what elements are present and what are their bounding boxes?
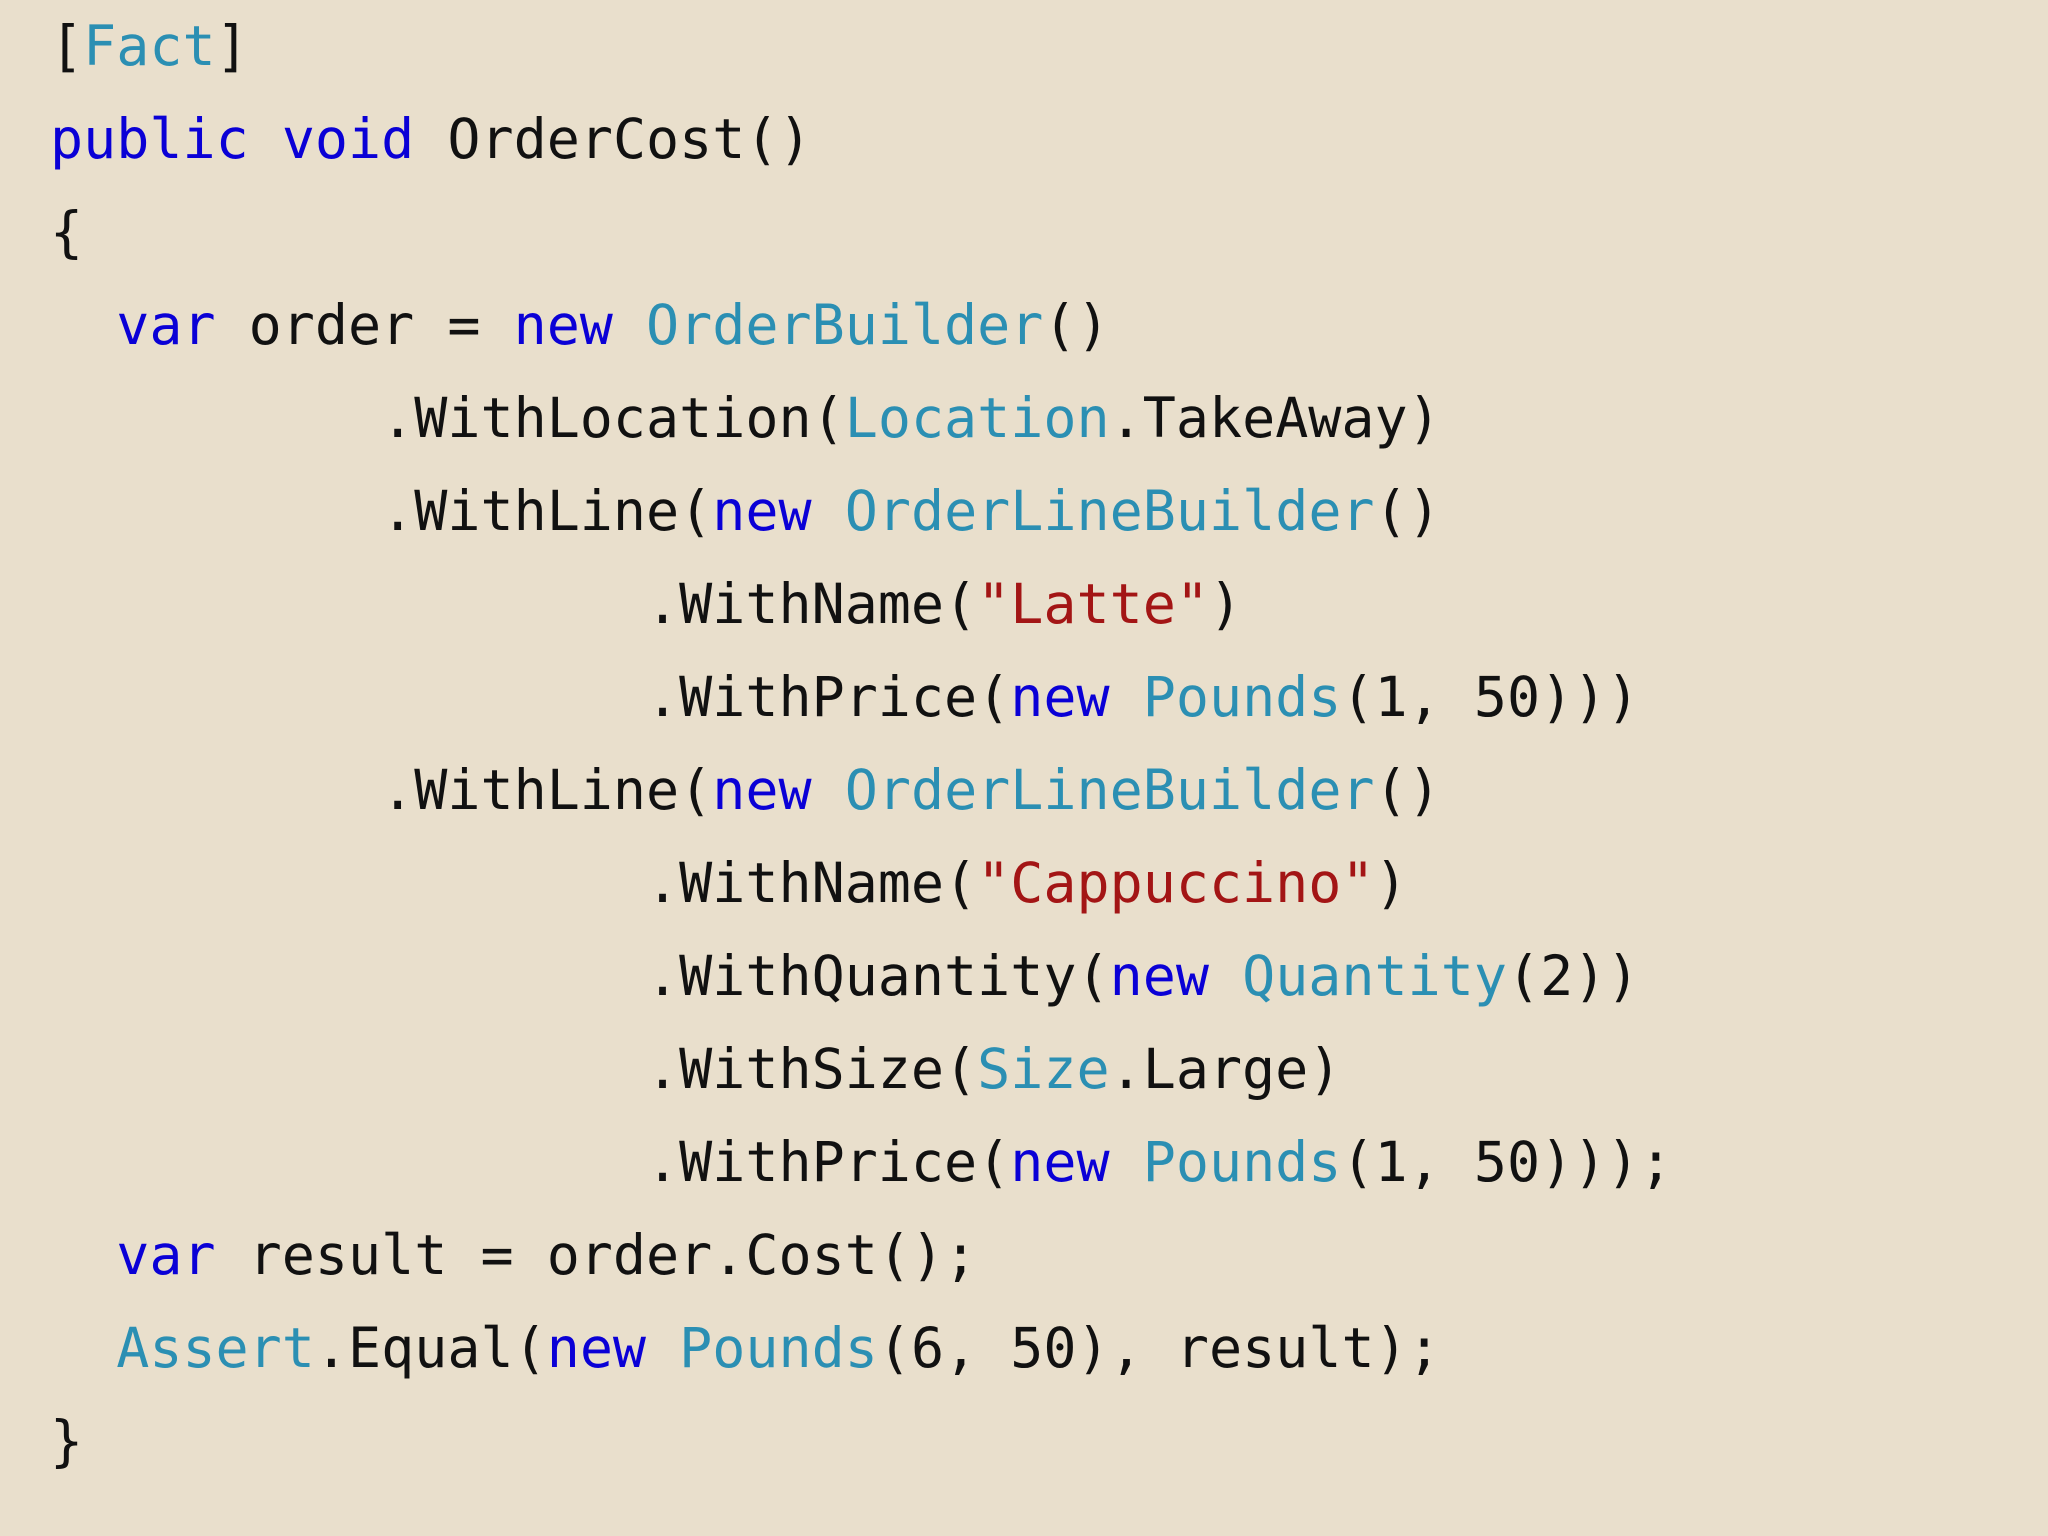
- code-token-keyword: new: [1010, 1130, 1110, 1194]
- code-token-keyword: var: [116, 293, 216, 357]
- code-token-type: Pounds: [679, 1316, 878, 1380]
- code-token-type: Location: [844, 386, 1110, 450]
- code-token-type: Assert: [116, 1316, 315, 1380]
- code-token-plain: .WithPrice(: [646, 665, 1011, 729]
- code-token-plain: .WithLine(: [381, 479, 713, 543]
- code-token-plain: .WithName(: [646, 572, 978, 636]
- code-token-keyword: new: [1010, 665, 1110, 729]
- code-line-16: }: [50, 1395, 1673, 1488]
- code-token-plain: .WithSize(: [646, 1037, 978, 1101]
- code-token-plain: (1, 50)));: [1341, 1130, 1673, 1194]
- code-line-14: var result = order.Cost();: [50, 1209, 1673, 1302]
- code-line-1: [Fact]: [50, 0, 1673, 93]
- code-line-7: .WithName("Latte"): [50, 558, 1673, 651]
- code-line-2: public void OrderCost(): [50, 93, 1673, 186]
- code-token-plain: .WithLocation(: [381, 386, 845, 450]
- code-token-plain: [1110, 665, 1143, 729]
- code-line-9: .WithLine(new OrderLineBuilder(): [50, 744, 1673, 837]
- code-token-plain: ]: [215, 14, 249, 78]
- code-token-plain: (1, 50))): [1341, 665, 1640, 729]
- code-token-plain: .Equal(: [314, 1316, 547, 1380]
- code-token-plain: (6, 50), result);: [877, 1316, 1441, 1380]
- code-token-string: "Latte": [977, 572, 1209, 636]
- code-block: [Fact]public void OrderCost(){var order …: [50, 0, 1673, 1488]
- code-token-plain: [812, 758, 845, 822]
- code-token-plain: [613, 293, 646, 357]
- code-token-plain: .WithQuantity(: [646, 944, 1110, 1008]
- code-token-keyword: new: [712, 758, 812, 822]
- code-token-keyword: void: [281, 107, 415, 171]
- code-token-plain: (): [1374, 479, 1441, 543]
- code-token-plain: {: [50, 200, 84, 264]
- code-token-plain: [812, 479, 845, 543]
- code-token-plain: [646, 1316, 679, 1380]
- code-line-11: .WithQuantity(new Quantity(2)): [50, 930, 1673, 1023]
- code-line-10: .WithName("Cappuccino"): [50, 837, 1673, 930]
- code-token-plain: [1110, 1130, 1143, 1194]
- code-line-12: .WithSize(Size.Large): [50, 1023, 1673, 1116]
- code-token-plain: (2)): [1506, 944, 1640, 1008]
- code-token-plain: }: [50, 1409, 84, 1473]
- code-line-5: .WithLocation(Location.TakeAway): [50, 372, 1673, 465]
- code-line-8: .WithPrice(new Pounds(1, 50))): [50, 651, 1673, 744]
- code-token-plain: OrderCost(): [414, 107, 812, 171]
- code-token-keyword: public: [50, 107, 249, 171]
- code-token-type: Size: [977, 1037, 1110, 1101]
- code-token-plain: .WithPrice(: [646, 1130, 1011, 1194]
- code-line-6: .WithLine(new OrderLineBuilder(): [50, 465, 1673, 558]
- code-token-plain: .WithName(: [646, 851, 978, 915]
- code-line-15: Assert.Equal(new Pounds(6, 50), result);: [50, 1302, 1673, 1395]
- code-token-keyword: new: [513, 293, 613, 357]
- code-line-3: {: [50, 186, 1673, 279]
- code-token-plain: [1209, 944, 1242, 1008]
- code-token-keyword: new: [712, 479, 812, 543]
- code-token-keyword: new: [546, 1316, 647, 1380]
- code-token-type: OrderBuilder: [646, 293, 1044, 357]
- code-token-type: Quantity: [1242, 944, 1507, 1008]
- code-token-plain: (): [1374, 758, 1441, 822]
- code-token-plain: [249, 107, 282, 171]
- code-line-4: var order = new OrderBuilder(): [50, 279, 1673, 372]
- code-token-string: "Cappuccino": [977, 851, 1375, 915]
- code-token-type: Pounds: [1142, 1130, 1342, 1194]
- code-token-plain: result = order.Cost();: [215, 1223, 978, 1287]
- code-token-keyword: new: [1109, 944, 1209, 1008]
- code-token-plain: .TakeAway): [1109, 386, 1441, 450]
- code-token-plain: ): [1208, 572, 1243, 636]
- code-token-type: Fact: [83, 14, 216, 78]
- code-token-type: OrderLineBuilder: [844, 758, 1375, 822]
- code-line-13: .WithPrice(new Pounds(1, 50)));: [50, 1116, 1673, 1209]
- code-token-plain: .WithLine(: [381, 758, 713, 822]
- code-token-plain: [: [50, 14, 84, 78]
- code-token-type: Pounds: [1142, 665, 1342, 729]
- code-token-plain: (): [1043, 293, 1110, 357]
- code-token-keyword: var: [116, 1223, 216, 1287]
- code-token-plain: .Large): [1109, 1037, 1342, 1101]
- code-token-plain: ): [1374, 851, 1408, 915]
- code-token-plain: order =: [215, 293, 514, 357]
- code-token-type: OrderLineBuilder: [844, 479, 1375, 543]
